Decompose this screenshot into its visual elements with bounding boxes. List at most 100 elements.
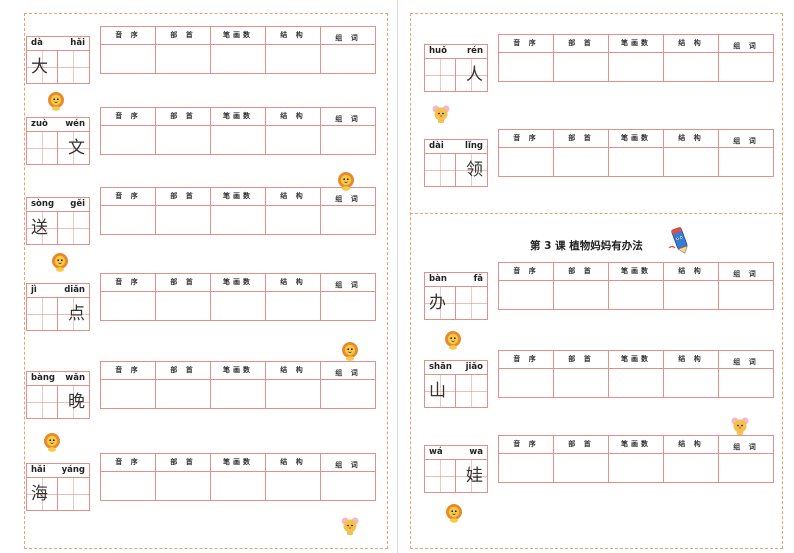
answer-cell[interactable] (554, 148, 609, 176)
table-header-cell: 部 首 (554, 35, 609, 52)
answer-cell[interactable] (719, 454, 773, 482)
table-header-cell: 组 词 (733, 270, 759, 278)
answer-cell[interactable] (211, 292, 266, 320)
answer-cell[interactable] (266, 206, 321, 234)
answer-cell[interactable] (101, 126, 156, 154)
answer-cell[interactable] (719, 281, 773, 309)
table-header-cell: 组 词 (733, 42, 759, 50)
answer-cell[interactable] (156, 292, 211, 320)
answer-cell[interactable] (719, 148, 773, 176)
hanzi-character: 晚 (68, 392, 85, 412)
answer-cell[interactable] (664, 281, 719, 309)
answer-cell[interactable] (609, 148, 664, 176)
table-header-cell: 笔画数 (609, 263, 664, 280)
answer-cell[interactable] (609, 53, 664, 81)
answer-cell[interactable] (499, 369, 554, 397)
pinyin-1: bàn (429, 274, 447, 284)
answer-cell[interactable] (101, 45, 156, 73)
answer-cell[interactable] (211, 472, 266, 500)
answer-cell[interactable] (101, 380, 156, 408)
answer-cell[interactable] (266, 45, 321, 73)
answer-cell[interactable] (664, 53, 719, 81)
answer-cell[interactable] (321, 292, 375, 320)
hanzi-character: 文 (68, 138, 85, 158)
table-header: 音 序部 首笔画数结 构组 词 (101, 274, 375, 292)
table-header-cell: 笔画数 (211, 188, 266, 205)
table-header-cell: 部 首 (156, 108, 211, 125)
pinyin-1: dà (31, 38, 43, 48)
analysis-table: 音 序部 首笔画数结 构组 词 (100, 361, 376, 409)
answer-cell[interactable] (499, 281, 554, 309)
lion-sticker-icon (48, 92, 64, 111)
answer-cell[interactable] (609, 281, 664, 309)
answer-cell[interactable] (156, 472, 211, 500)
answer-cell[interactable] (211, 126, 266, 154)
lesson-title: 第 3 课 植物妈妈有办法 (530, 240, 643, 252)
answer-cell[interactable] (719, 53, 773, 81)
table-header-cell: 部 首 (156, 362, 211, 379)
hanzi-character: 人 (466, 65, 483, 85)
answer-cell[interactable] (554, 281, 609, 309)
tianzi-grid: 领 (425, 153, 487, 187)
answer-cell[interactable] (609, 454, 664, 482)
table-header-cell: 笔画数 (609, 130, 664, 147)
answer-cell[interactable] (101, 472, 156, 500)
lion-sticker-icon (52, 253, 68, 272)
table-header-cell: 音 序 (499, 436, 554, 453)
answer-cell[interactable] (321, 206, 375, 234)
answer-cell[interactable] (664, 369, 719, 397)
mouse-sticker-icon (432, 105, 450, 123)
pinyin-2: wén (65, 119, 85, 129)
table-header: 音 序部 首笔画数结 构组 词 (101, 454, 375, 472)
table-header-cell: 结 构 (664, 35, 719, 52)
lion-sticker-icon (44, 433, 60, 452)
answer-cell[interactable] (321, 126, 375, 154)
pinyin-2: gěi (70, 199, 85, 209)
answer-cell[interactable] (554, 53, 609, 81)
answer-cell[interactable] (266, 126, 321, 154)
answer-cell[interactable] (609, 369, 664, 397)
answer-cell[interactable] (156, 380, 211, 408)
lion-sticker-icon (338, 172, 354, 191)
answer-cell[interactable] (266, 380, 321, 408)
answer-cell[interactable] (321, 380, 375, 408)
answer-cell[interactable] (664, 148, 719, 176)
answer-cell[interactable] (156, 126, 211, 154)
analysis-table: 音 序部 首笔画数结 构组 词 (100, 107, 376, 155)
hanzi-character: 办 (429, 293, 446, 313)
answer-cell[interactable] (266, 472, 321, 500)
answer-cell[interactable] (321, 472, 375, 500)
answer-cell[interactable] (554, 369, 609, 397)
answer-cell[interactable] (156, 45, 211, 73)
answer-cell[interactable] (211, 206, 266, 234)
answer-cell[interactable] (499, 454, 554, 482)
answer-cell[interactable] (266, 292, 321, 320)
pinyin-2: jiǎo (465, 362, 483, 372)
answer-cell[interactable] (554, 454, 609, 482)
answer-cell[interactable] (499, 148, 554, 176)
table-header-cell: 笔画数 (211, 27, 266, 44)
answer-cell[interactable] (211, 45, 266, 73)
analysis-table: 音 序部 首笔画数结 构组 词 (100, 453, 376, 501)
answer-cell[interactable] (101, 206, 156, 234)
answer-cell[interactable] (156, 206, 211, 234)
answer-cell[interactable] (321, 45, 375, 73)
answer-cell[interactable] (499, 53, 554, 81)
answer-cell[interactable] (719, 369, 773, 397)
table-header-cell: 部 首 (554, 130, 609, 147)
pinyin-2: hǎi (70, 38, 85, 48)
answer-cell[interactable] (101, 292, 156, 320)
pinyin-row: dà hǎi (27, 37, 89, 50)
table-header: 音 序部 首笔画数结 构组 词 (101, 108, 375, 126)
answer-cell[interactable] (211, 380, 266, 408)
table-header-cell: 组 词 (733, 443, 759, 451)
answer-cell[interactable] (664, 454, 719, 482)
lion-sticker-icon (342, 342, 358, 361)
table-header-cell: 组 词 (733, 137, 759, 145)
table-header-cell: 结 构 (266, 454, 321, 471)
